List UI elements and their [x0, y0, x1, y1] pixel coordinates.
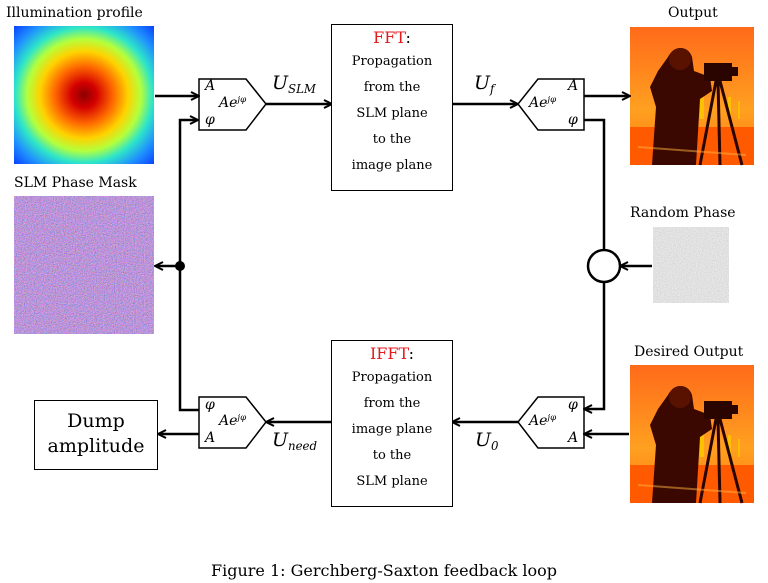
desired-output-label: Desired Output — [634, 344, 744, 360]
random-phase-label: Random Phase — [630, 205, 736, 221]
amplitude-phase-combiner-top-left — [198, 78, 267, 131]
amplitude-phase-splitter-top-right — [517, 78, 585, 131]
amplitude-phase-combiner-bottom-right — [517, 396, 585, 449]
fft-box: FFT: Propagation from the SLM plane to t… — [331, 24, 453, 191]
ifft-description: Propagation from the image plane to the … — [351, 370, 433, 489]
tl-block-phi: φ — [205, 112, 215, 128]
fft-description: Propagation from the SLM plane to the im… — [351, 54, 433, 173]
amplitude-phase-splitter-bottom-left — [198, 396, 267, 449]
tl-block-a: A — [205, 78, 216, 94]
arrow-node-to-bottom-combiner — [585, 282, 606, 409]
fft-heading: FFT: — [373, 28, 411, 47]
slm-phase-mask-label: SLM Phase Mask — [14, 175, 137, 191]
output-label: Output — [668, 5, 718, 21]
bl-block-phi: φ — [205, 397, 215, 413]
signal-u-slm: USLM — [272, 72, 316, 97]
bl-block-expr: Aejφ — [219, 413, 247, 430]
br-block-a: A — [568, 430, 579, 446]
bl-block-a: A — [205, 430, 216, 446]
br-block-phi: φ — [568, 397, 578, 413]
signal-u-f: Uf — [474, 72, 495, 97]
signal-u-0: U0 — [475, 429, 499, 454]
dump-amplitude-box: Dump amplitude — [34, 400, 158, 470]
ifft-heading: IFFT: — [369, 344, 414, 363]
desired-output-image — [628, 363, 756, 505]
slm-phase-mask-image — [14, 196, 154, 334]
output-image — [628, 25, 756, 167]
illumination-profile-label: Illumination profile — [6, 5, 143, 21]
tr-block-phi: φ — [568, 112, 578, 128]
illumination-profile-image — [14, 26, 154, 164]
random-phase-image — [653, 227, 729, 303]
random-phase-multiplier-node — [586, 248, 622, 284]
figure-caption: Figure 1: Gerchberg-Saxton feedback loop — [210, 561, 558, 580]
tr-block-a: A — [568, 78, 579, 94]
line-phase-to-random-node — [584, 118, 606, 250]
tr-block-expr: Aejφ — [529, 95, 557, 112]
branch-junction-dot — [175, 261, 185, 271]
signal-u-need: Uneed — [272, 429, 318, 454]
tl-block-expr: Aejφ — [219, 95, 247, 112]
br-block-expr: Aejφ — [529, 413, 557, 430]
ifft-box: IFFT: Propagation from the image plane t… — [331, 340, 453, 507]
